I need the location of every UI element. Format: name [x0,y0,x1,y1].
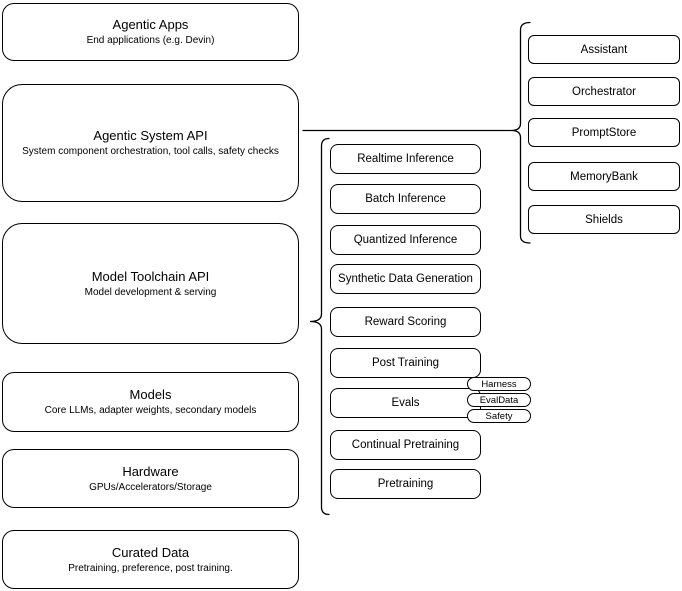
node-promptstore: PromptStore [528,118,680,147]
node-assistant: Assistant [528,35,680,64]
node-continual-pretraining: Continual Pretraining [330,430,481,460]
node-subtitle: Model development & serving [84,286,217,298]
node-title: Agentic System API [93,128,208,143]
node-model-toolchain-api: Model Toolchain API Model development & … [2,223,299,344]
node-quantized-inference: Quantized Inference [330,225,481,255]
node-hardware: Hardware GPUs/Accelerators/Storage [2,449,299,508]
node-title: Agentic Apps [112,17,189,32]
node-shields: Shields [528,205,680,234]
toolchain-brace [309,137,330,516]
system-components-brace [511,21,531,244]
tag-safety: Safety [467,409,531,423]
node-title: Hardware [122,463,179,479]
node-post-training: Post Training [330,348,481,378]
node-realtime-inference: Realtime Inference [330,144,481,174]
node-models: Models Core LLMs, adapter weights, secon… [2,372,299,432]
node-subtitle: GPUs/Accelerators/Storage [89,481,212,493]
tag-harness: Harness [467,377,531,391]
node-pretraining: Pretraining [330,469,481,499]
node-subtitle: Core LLMs, adapter weights, secondary mo… [44,405,257,416]
node-agentic-system-api: Agentic System API System component orch… [2,84,299,202]
tag-evaldata: EvalData [467,393,531,407]
node-synthetic-data-generation: Synthetic Data Generation [330,264,481,294]
node-title: Curated Data [111,544,190,560]
node-subtitle: End applications (e.g. Devin) [86,35,215,46]
node-agentic-apps: Agentic Apps End applications (e.g. Devi… [2,3,299,61]
node-memorybank: MemoryBank [528,162,680,191]
node-title: Models [129,387,172,402]
node-title: Model Toolchain API [91,268,210,284]
node-orchestrator: Orchestrator [528,77,680,106]
node-subtitle: Pretraining, preference, post training. [68,562,233,574]
node-batch-inference: Batch Inference [330,184,481,214]
node-reward-scoring: Reward Scoring [330,307,481,337]
node-curated-data: Curated Data Pretraining, preference, po… [2,530,299,589]
node-evals: Evals [330,388,481,418]
node-subtitle: System component orchestration, tool cal… [22,146,279,157]
